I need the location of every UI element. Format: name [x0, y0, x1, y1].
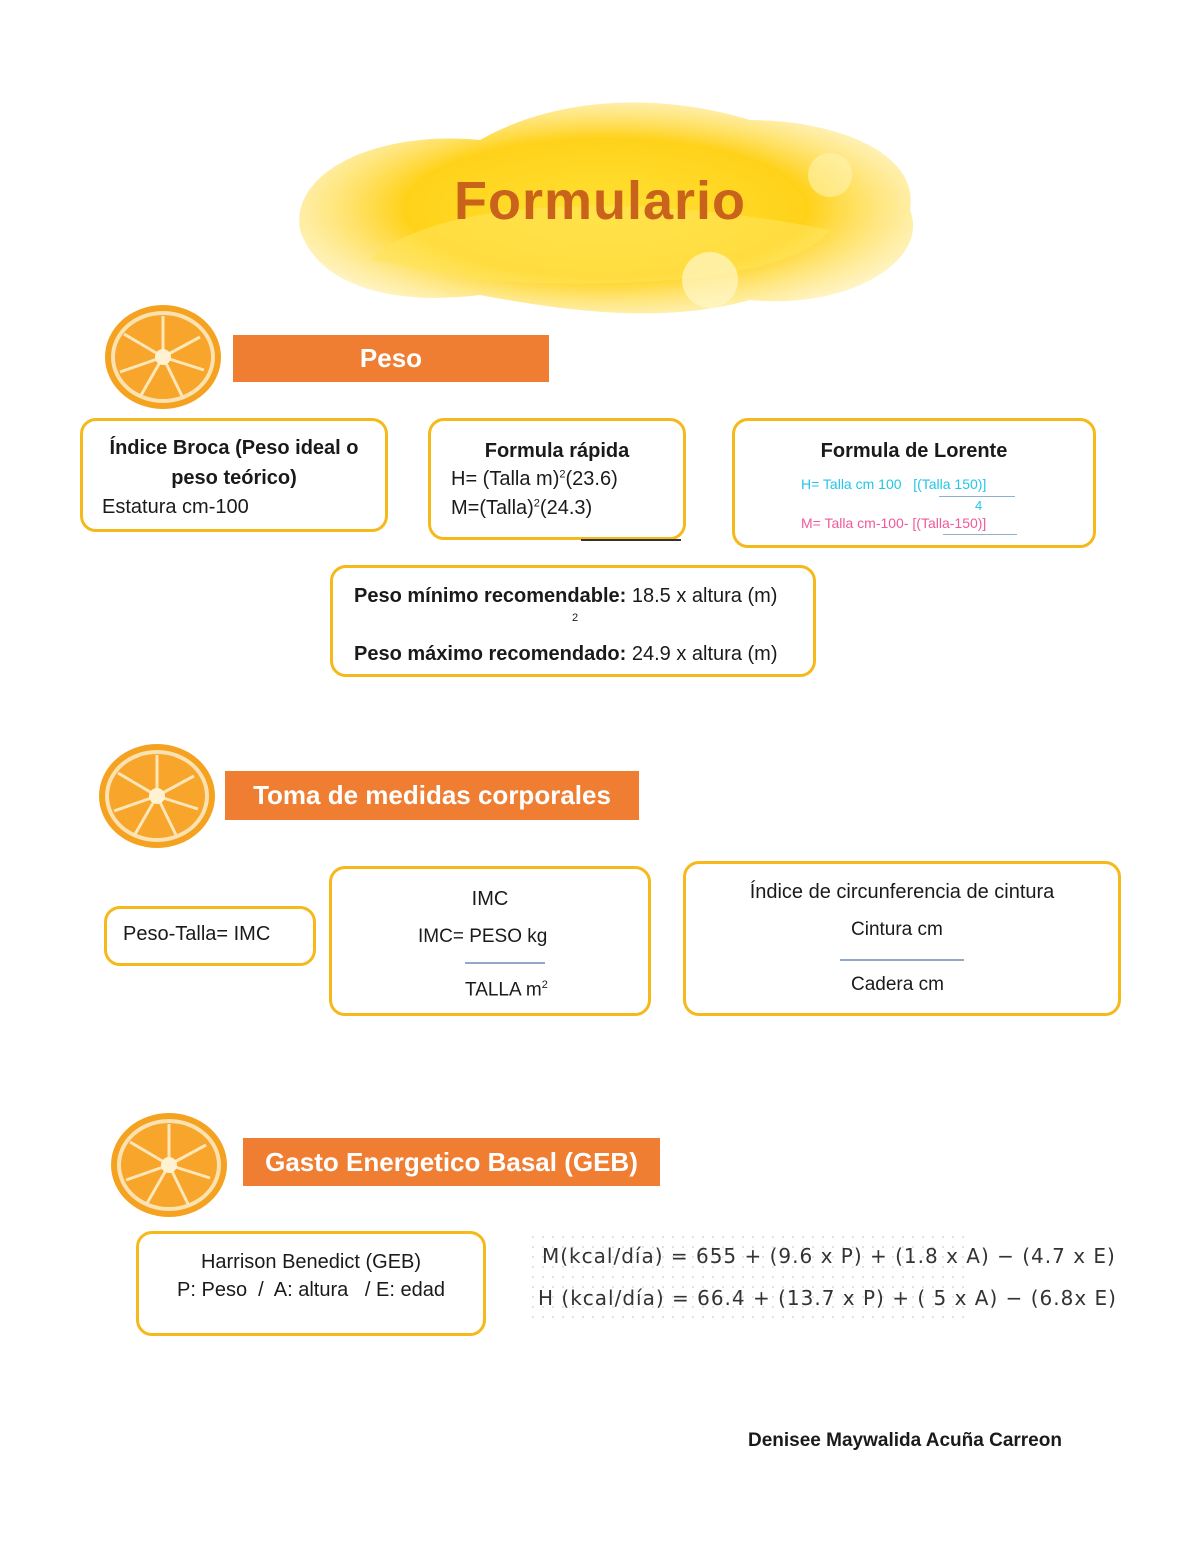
lorente-title: Formula de Lorente — [820, 440, 1008, 462]
peso-talla-text: Peso-Talla= IMC — [123, 923, 271, 945]
harrison-vars: P: Peso / A: altura / E: edad — [177, 1279, 445, 1301]
rapida-m-formula: M=(Talla)2(24.3) — [451, 497, 593, 519]
box-circunferencia-cintura: Índice de circunferencia de cintura Cint… — [683, 861, 1121, 1016]
orange-slice-icon — [111, 1113, 227, 1217]
box-formula-rapida: Formula rápida H= (Talla m)2(23.6) M=(Ta… — [428, 418, 686, 541]
lorente-h-divider — [939, 496, 1015, 497]
cintura-numerator: Cintura cm — [851, 919, 943, 940]
handwritten-female: M(kcal/día) = 655 + (9.6 x P) + (1.8 x A… — [542, 1244, 1116, 1268]
rapida-title: Formula rápida — [484, 440, 630, 462]
lorente-m-formula: M= Talla cm-100- [(Talla-150)] — [801, 515, 987, 531]
broca-formula: Estatura cm-100 — [102, 496, 249, 518]
page-title: Formulario — [453, 171, 747, 231]
box-harrison-benedict: Harrison Benedict (GEB) P: Peso / A: alt… — [136, 1231, 486, 1336]
rapida-h-formula: H= (Talla m)2(23.6) — [451, 468, 618, 490]
cintura-divider — [840, 959, 964, 961]
lorente-h-divisor: 4 — [975, 498, 983, 513]
orange-slice-icon — [105, 305, 221, 409]
banner-peso: Peso — [233, 335, 549, 382]
broca-title-line2: peso teórico) — [171, 467, 297, 489]
box-peso-recomendado: Peso mínimo recomendable: 18.5 x altura … — [330, 565, 816, 677]
handwritten-male: H (kcal/día) = 66.4 + (13.7 x P) + ( 5 x… — [538, 1286, 1117, 1310]
box-peso-talla: Peso-Talla= IMC — [104, 906, 316, 966]
imc-numerator: IMC= PESO kg — [418, 926, 548, 947]
harrison-title: Harrison Benedict (GEB) — [200, 1251, 422, 1273]
box-indice-broca: Índice Broca (Peso ideal o peso teórico)… — [80, 418, 388, 532]
banner-medidas: Toma de medidas corporales — [225, 771, 639, 820]
imc-denominator: TALLA m2 — [465, 979, 548, 1001]
lorente-m-divider — [943, 534, 1017, 535]
peso-maximo: Peso máximo recomendado: 24.9 x altura (… — [354, 643, 778, 665]
author-name: Denisee Maywalida Acuña Carreon — [748, 1430, 1062, 1451]
lorente-h-formula: H= Talla cm 100 [(Talla 150)] — [801, 476, 987, 492]
imc-divider — [465, 962, 545, 964]
handwritten-formulas: M(kcal/día) = 655 + (9.6 x P) + (1.8 x A… — [528, 1232, 1116, 1324]
peso-minimo: Peso mínimo recomendable: 18.5 x altura … — [354, 585, 778, 607]
box-imc: IMC IMC= PESO kg TALLA m2 — [329, 866, 651, 1016]
rapida-underline — [581, 539, 681, 541]
box-formula-lorente: Formula de Lorente H= Talla cm 100 [(Tal… — [732, 418, 1096, 548]
orange-slice-icon — [99, 744, 215, 848]
broca-title-line1: Índice Broca (Peso ideal o — [109, 437, 359, 459]
imc-title: IMC — [471, 888, 509, 910]
cintura-denominator: Cadera cm — [851, 974, 944, 995]
watercolor-splash — [299, 102, 914, 314]
peso-superscript: 2 — [572, 612, 579, 624]
cintura-title: Índice de circunferencia de cintura — [749, 881, 1055, 903]
banner-geb: Gasto Energetico Basal (GEB) — [243, 1138, 660, 1186]
